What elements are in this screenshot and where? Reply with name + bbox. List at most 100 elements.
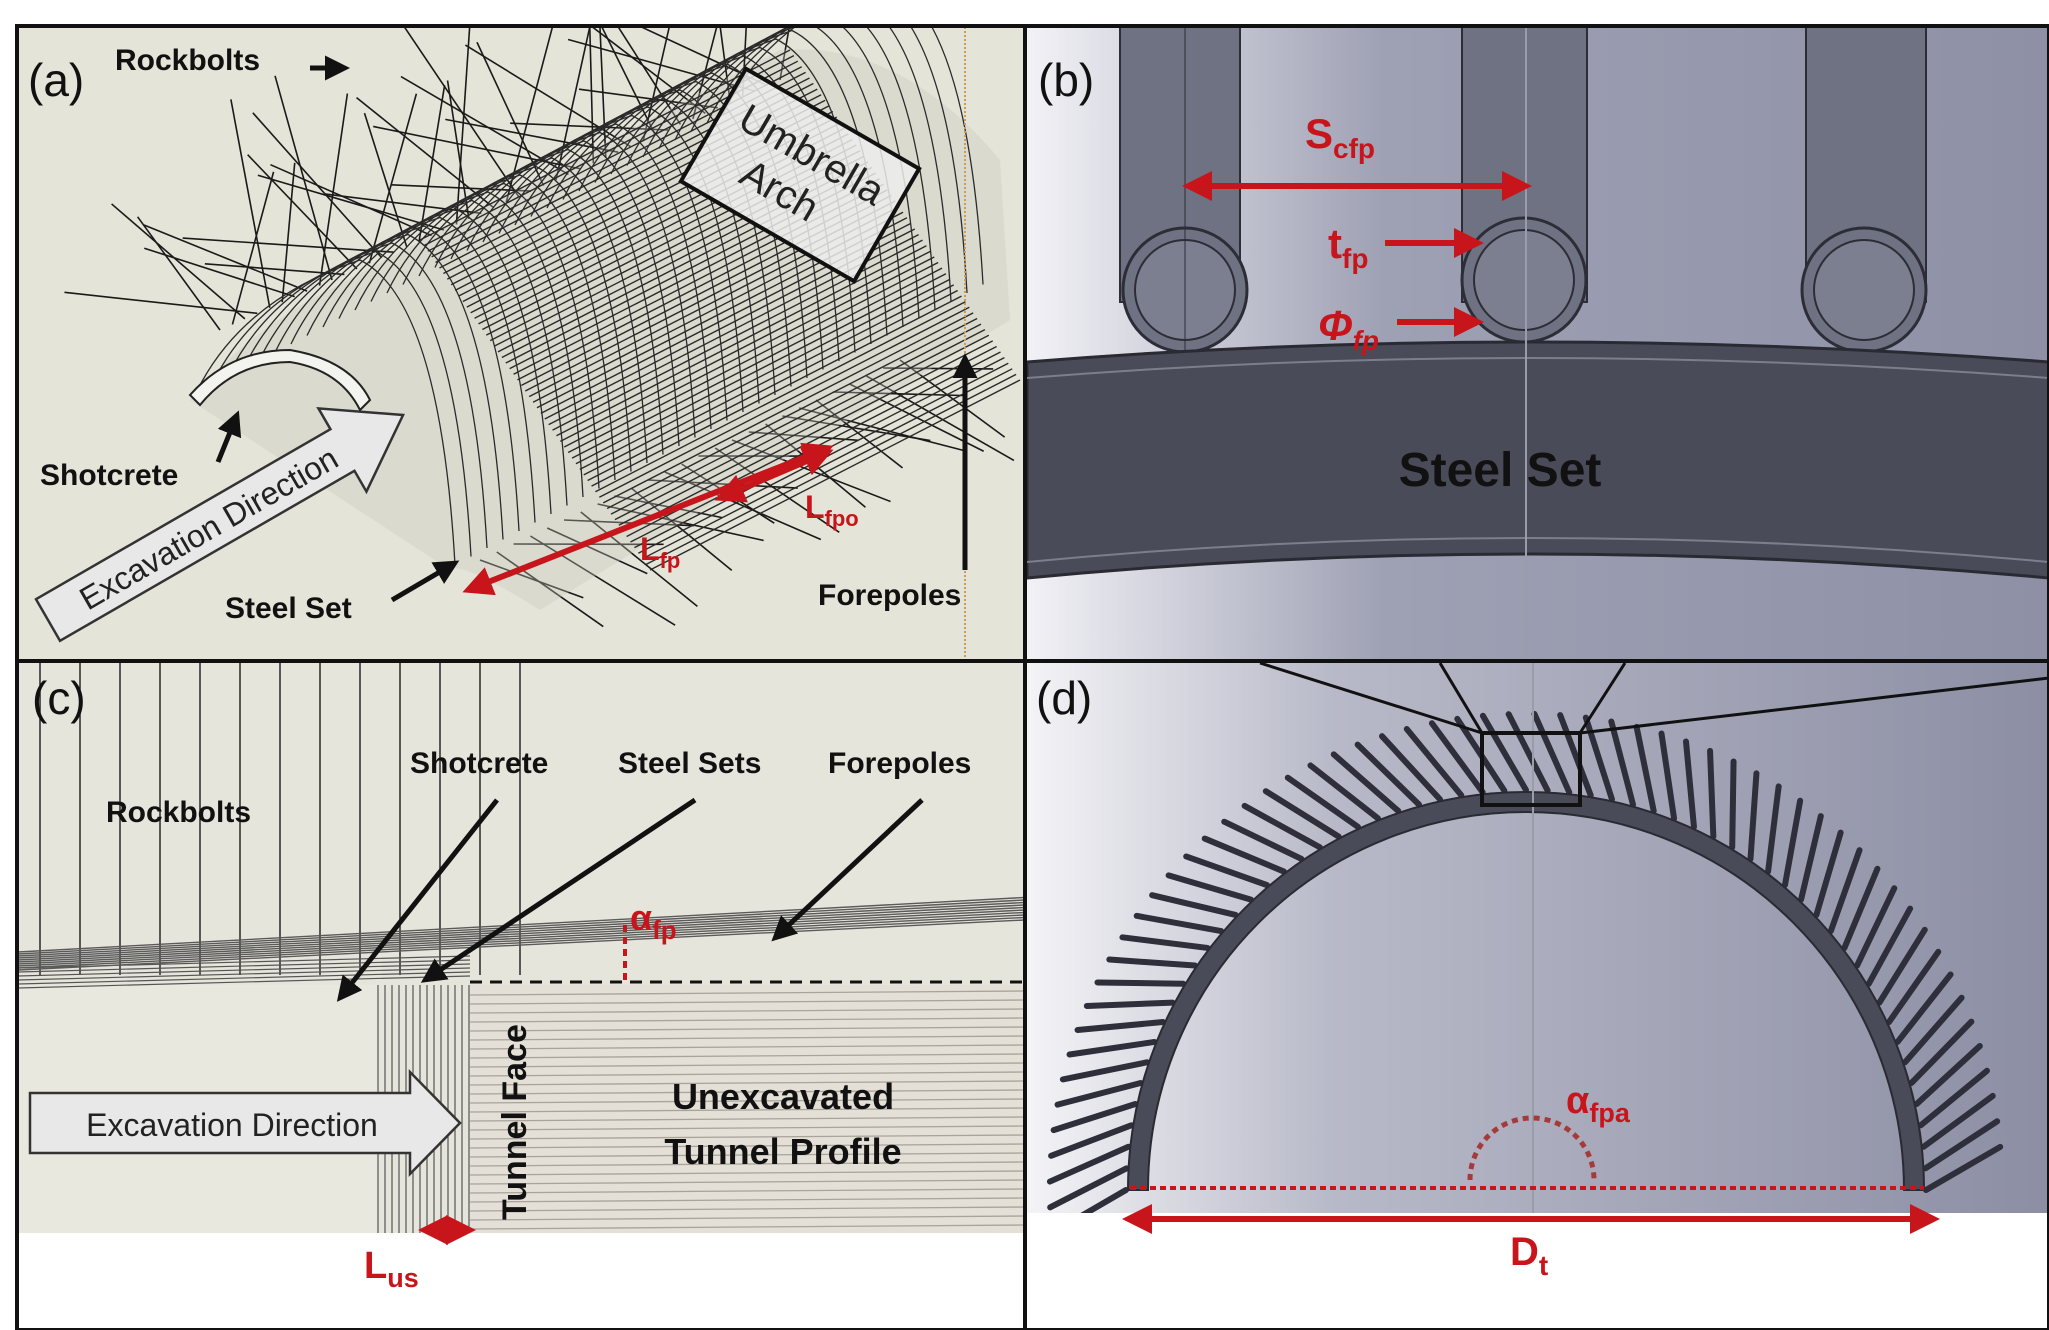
panel-a-rockbolts-label: Rockbolts (115, 44, 260, 77)
panel-b-forepole-right (1800, 27, 1928, 354)
forepole-line (1241, 802, 1323, 851)
rockbolt-line (247, 154, 358, 270)
forepole-line (1479, 712, 1529, 793)
ground-line (469, 1107, 1024, 1113)
forepole-line (1922, 1118, 2001, 1172)
panel-c-shotcrete-arrow (336, 798, 499, 1002)
panel-c-alpha-fp-sub: fp (652, 915, 677, 945)
lining-rib (690, 27, 952, 302)
panel-a-steel-set-label: Steel Set (225, 592, 352, 625)
panel-a-steel-set-arrow (390, 560, 460, 603)
forepole-line (1119, 934, 1211, 951)
panel-c-unexcavated-ground (470, 985, 1024, 1233)
rockbolt-line (403, 27, 520, 198)
panel-a-letter: (a) (28, 54, 84, 106)
rockbolt-line (418, 85, 446, 242)
figure-frame (15, 24, 2049, 1330)
lining-rib (338, 182, 600, 489)
panel-c-lus-label: Lus (364, 1245, 419, 1293)
forepole-line (1827, 847, 1863, 935)
lining-rib (530, 80, 792, 387)
rockbolt-line (446, 80, 470, 220)
panel-b-steel-set-edge (1027, 357, 2049, 379)
ground-line (469, 1134, 1024, 1140)
panel-d-alpha-arc (1467, 1115, 1597, 1181)
panel-b-steel-set (1027, 340, 2049, 580)
rockbolt-line (257, 174, 445, 231)
forepole-line (18, 901, 1024, 957)
forepole-line (1201, 835, 1287, 875)
panel-b-tfp-main: t (1328, 220, 1342, 267)
lining-rib (290, 208, 552, 515)
rockbolt-line (799, 407, 965, 452)
lining-rib (498, 97, 760, 404)
ground-line (469, 1170, 1024, 1176)
forepole-line (1798, 813, 1824, 903)
forepole-line (567, 261, 939, 454)
panel-c-steel-sets-arrow (420, 797, 697, 983)
forepole-line (1054, 1079, 1144, 1108)
rockbolt-line (782, 415, 931, 442)
lining-rib (258, 225, 520, 532)
forepole-line (1765, 783, 1782, 875)
rockbolt-line (274, 75, 333, 281)
forepole-line (1908, 1018, 1975, 1086)
forepole-line (556, 245, 927, 437)
ground-line (469, 1089, 1024, 1095)
forepole-line (1876, 926, 1928, 1006)
panel-b-steel-set-label: Steel Set (1399, 444, 1602, 497)
rockbolt-line (231, 171, 275, 325)
panel-b-phifp-main: Φ (1318, 302, 1353, 349)
panel-a-lfpo-dimension (714, 447, 834, 503)
panel-b-tfp-label: tfp (1328, 220, 1368, 274)
ground-line (469, 1116, 1024, 1122)
forepole-line (1683, 738, 1697, 830)
lining-line (18, 971, 471, 985)
panel-b-phifp-sub: fp (1353, 325, 1379, 356)
rockbolt-line (476, 41, 545, 186)
panel-c-alpha-fp-main: α (630, 897, 652, 938)
forepole-line (1074, 1019, 1166, 1033)
panel-c-forepoles-label: Forepoles (828, 747, 971, 780)
panel-c-excavation-arrow: Excavation Direction (28, 1068, 462, 1178)
panel-d-letter: (d) (1036, 672, 1092, 724)
forepole-line (1633, 723, 1657, 814)
lining-line (18, 967, 471, 981)
lining-rib (306, 199, 568, 506)
ground-line (469, 990, 1024, 996)
forepole-line (571, 267, 943, 459)
panel-a-lfpo-main: L (805, 489, 825, 525)
panel-d-background (1027, 663, 2049, 1213)
lining-rib (514, 89, 776, 396)
forepole-line (1886, 948, 1942, 1026)
rockbolt-line (64, 291, 258, 315)
panel-c: (c) Shotcrete Steel Sets Forepoles Rockb… (18, 663, 1024, 1293)
ground-line (469, 1008, 1024, 1014)
panel-b-scfp-main: S (1305, 110, 1333, 157)
panel-a-lfpo-label: Lfpo (805, 489, 859, 531)
panel-b-scfp-label: Scfp (1305, 110, 1375, 164)
forepole-line (18, 904, 1024, 959)
forepole-line (1330, 751, 1402, 814)
ground-line (469, 1026, 1024, 1032)
rockbolt-line (578, 88, 718, 109)
lining-line (18, 959, 471, 973)
forepole-line (18, 909, 1024, 963)
panel-d-zoom-line-right (1579, 676, 2049, 735)
rockbolt-line (510, 122, 669, 131)
rockbolt-line (111, 203, 246, 320)
panel-c-unexcavated-label: Unexcavated (672, 1076, 894, 1117)
forepole-line (18, 919, 1024, 971)
panel-b-scfp-sub: cfp (1333, 133, 1375, 164)
forepole-line (575, 273, 947, 465)
panel-a-lfp-sub: fp (660, 548, 681, 573)
panel-d-zoom-line-left (1259, 663, 1483, 735)
panel-b-steel-set-inner-edge (1027, 537, 2049, 563)
lining-rib (722, 27, 984, 285)
panel-c-tunnel-face-label: Tunnel Face (496, 1024, 534, 1220)
rockbolt-line (324, 193, 482, 215)
panel-a-shotcrete-arrow (215, 410, 242, 463)
forepole-line (563, 256, 935, 448)
panel-a-lfp-label: Lfp (640, 531, 680, 573)
